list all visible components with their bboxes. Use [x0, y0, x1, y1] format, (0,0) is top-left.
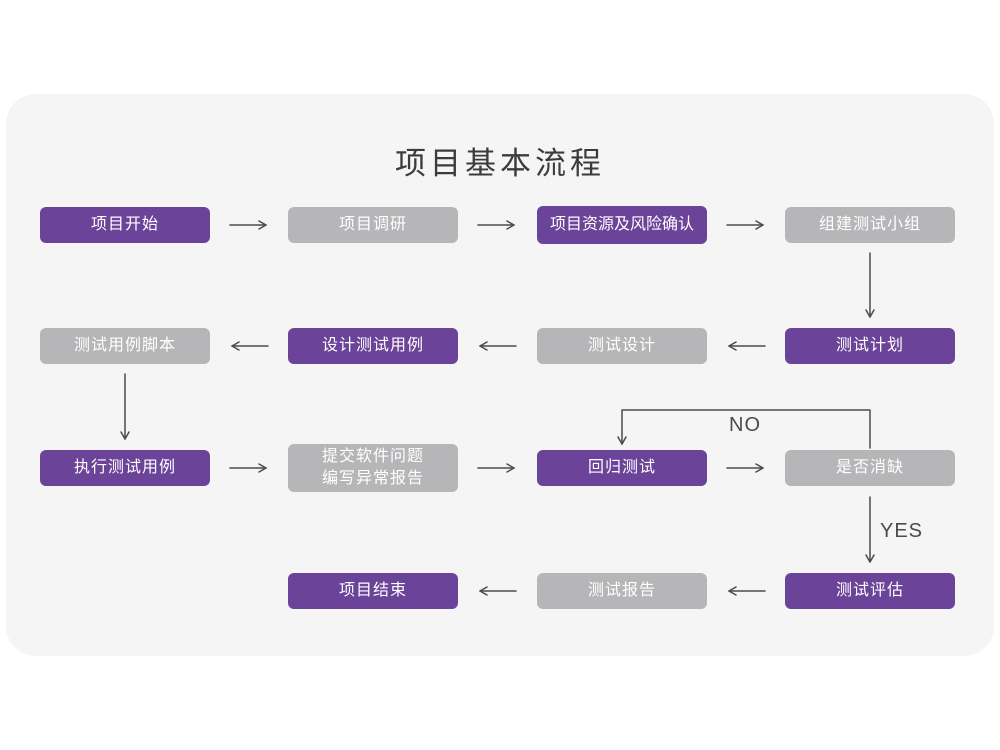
node-project-end: 项目结束: [288, 573, 458, 609]
node-project-start: 项目开始: [40, 207, 210, 243]
node-test-case-script: 测试用例脚本: [40, 328, 210, 364]
node-build-test-team: 组建测试小组: [785, 207, 955, 243]
node-project-research: 项目调研: [288, 207, 458, 243]
node-regression-test: 回归测试: [537, 450, 707, 486]
node-test-plan: 测试计划: [785, 328, 955, 364]
node-test-report: 测试报告: [537, 573, 707, 609]
edge-label-no: NO: [729, 414, 761, 436]
node-design-test-cases: 设计测试用例: [288, 328, 458, 364]
flowchart-card: [6, 94, 994, 656]
node-test-design: 测试设计: [537, 328, 707, 364]
node-submit-issues-report: 提交软件问题 编写异常报告: [288, 444, 458, 492]
node-test-evaluation: 测试评估: [785, 573, 955, 609]
node-label-line2: 编写异常报告: [321, 470, 424, 487]
edge-label-yes: YES: [880, 520, 924, 542]
node-execute-test-cases: 执行测试用例: [40, 450, 210, 486]
node-defect-cleared-check: 是否消缺: [785, 450, 955, 486]
page-title: 项目基本流程: [395, 146, 605, 181]
node-resources-risk-confirm: 项目资源及风险确认: [537, 206, 707, 244]
node-label-line1: 提交软件问题: [321, 448, 424, 465]
